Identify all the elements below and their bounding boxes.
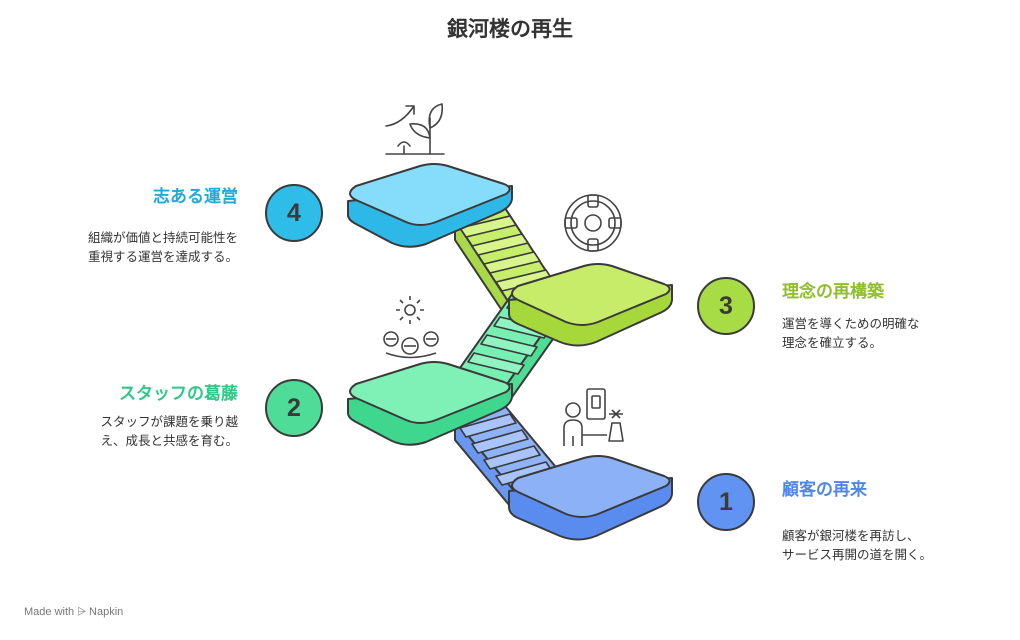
step-4-badge: 4 bbox=[265, 184, 323, 242]
step-4-desc-line1: 組織が価値と持続可能性を bbox=[87, 230, 238, 245]
step-3-desc-line1: 運営を導くための明確な bbox=[782, 316, 920, 331]
step-3-description: 運営を導くための明確な 理念を確立する。 bbox=[782, 314, 972, 352]
step-2-desc-line2: え、成長と共感を育む。 bbox=[100, 433, 238, 448]
step-4-desc-line2: 重視する運営を達成する。 bbox=[87, 249, 238, 264]
growth-plant-icon bbox=[385, 103, 445, 155]
step-2-desc-line1: スタッフが課題を乗り越 bbox=[100, 414, 238, 429]
step-1-desc-line2: サービス再開の道を開く。 bbox=[782, 547, 933, 562]
staff-struggle-icon bbox=[383, 296, 439, 359]
step-1-desc-line1: 顧客が銀河楼を再訪し、 bbox=[782, 528, 920, 543]
step-4-description: 組織が価値と持続可能性を 重視する運営を達成する。 bbox=[40, 228, 238, 266]
step-3-desc-line2: 理念を確立する。 bbox=[782, 335, 883, 350]
step-4-title: 志ある運営 bbox=[153, 187, 238, 207]
platform-4 bbox=[347, 163, 513, 248]
step-3-badge: 3 bbox=[697, 277, 755, 335]
step-1-description: 顧客が銀河楼を再訪し、 サービス再開の道を開く。 bbox=[782, 526, 972, 564]
page-title: 銀河楼の再生 bbox=[447, 17, 573, 41]
platform-1 bbox=[508, 455, 673, 541]
step-2-badge: 2 bbox=[265, 379, 323, 437]
target-icon bbox=[564, 194, 622, 252]
customer-visit-icon bbox=[563, 388, 624, 446]
napkin-watermark[interactable]: Made with ⩥ Napkin bbox=[24, 606, 124, 618]
platform-3 bbox=[508, 263, 673, 347]
step-1-title: 顧客の再来 bbox=[782, 480, 867, 500]
platform-2 bbox=[347, 361, 513, 446]
step-2-description: スタッフが課題を乗り越 え、成長と共感を育む。 bbox=[40, 412, 238, 450]
step-2-title: スタッフの葛藤 bbox=[119, 384, 238, 404]
step-3-title: 理念の再構築 bbox=[782, 282, 884, 302]
step-1-badge: 1 bbox=[697, 473, 755, 531]
